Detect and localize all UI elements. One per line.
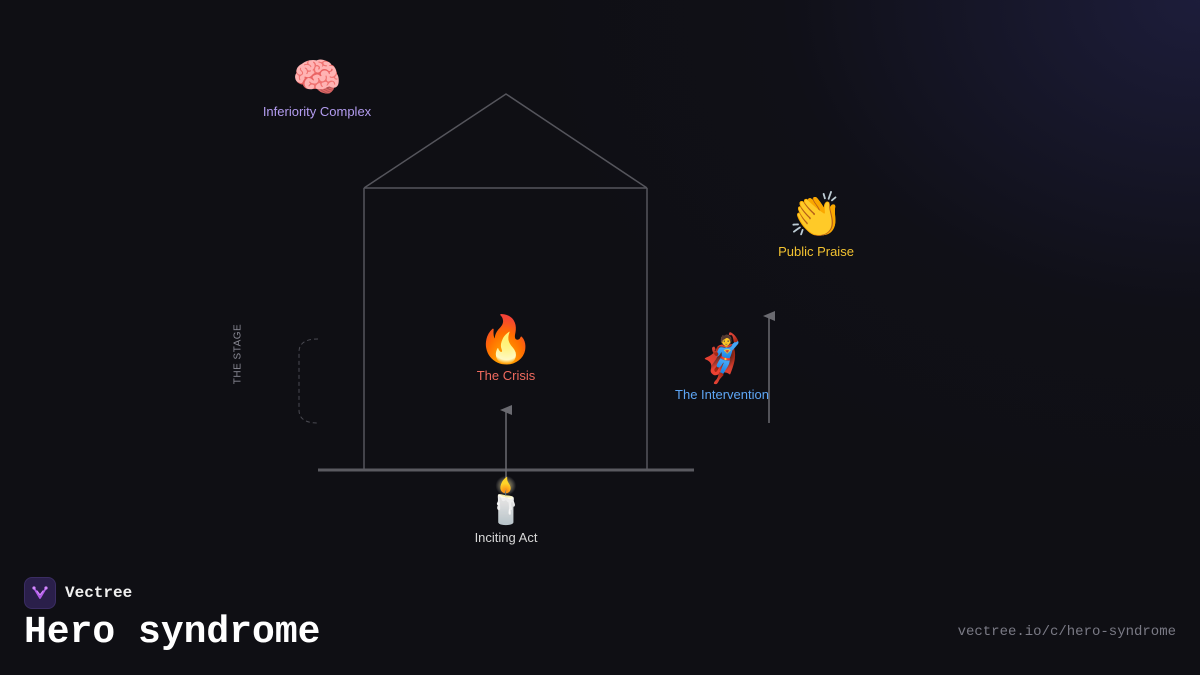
page-title: Hero syndrome — [24, 611, 321, 654]
node-label: The Crisis — [476, 368, 536, 383]
node-the-crisis: 🔥 The Crisis — [477, 316, 536, 383]
fire-icon: 🔥 — [477, 312, 535, 366]
stage-label: THE STAGE — [232, 323, 244, 385]
brand-name: Vectree — [65, 584, 133, 602]
node-inciting-act: 🕯️ Inciting Act — [474, 476, 538, 546]
node-public-praise: 👏 Public Praise — [778, 190, 854, 260]
node-the-intervention: 🦸 The Intervention — [675, 335, 769, 402]
page-url[interactable]: vectree.io/c/hero-syndrome — [957, 624, 1176, 640]
node-label: Inciting Act — [474, 530, 538, 545]
candle-icon: 🕯️ — [478, 476, 534, 527]
node-label: Public Praise — [778, 244, 854, 259]
clapping-hands-icon: 👏 — [788, 190, 844, 241]
brain-icon: 🧠 — [292, 55, 342, 101]
node-label: Inferiority Complex — [262, 104, 372, 119]
node-inferiority-complex: 🧠 Inferiority Complex — [263, 58, 371, 119]
node-label: The Intervention — [675, 387, 769, 402]
brand: Vectree — [24, 577, 132, 609]
house-roof — [363, 93, 648, 189]
vectree-logo-icon — [24, 577, 56, 609]
stage-bracket — [298, 338, 319, 424]
superhero-icon: 🦸 — [693, 331, 751, 385]
